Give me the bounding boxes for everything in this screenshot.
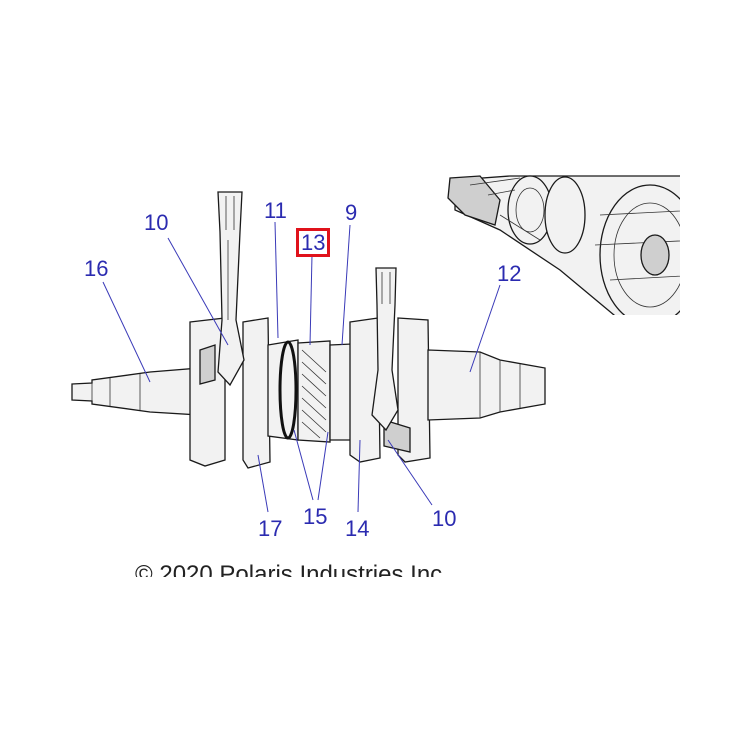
- part-11-ring: [278, 340, 298, 440]
- left-connecting-rod: [217, 191, 245, 387]
- callout-10-left: 10: [144, 210, 169, 235]
- callout-15: 15: [303, 504, 328, 529]
- part-14-right-web: [349, 317, 381, 463]
- part-13-gear: [297, 340, 331, 443]
- callout-16: 16: [84, 256, 109, 281]
- callout-12: 12: [497, 261, 522, 286]
- right-connecting-rod: [371, 267, 399, 432]
- callout-9: 9: [345, 200, 358, 225]
- callout-10-right: 10: [432, 506, 457, 531]
- callout-11: 11: [264, 198, 287, 223]
- copyright-notice: © 2020 Polaris Industries Inc.: [135, 561, 449, 577]
- callout-13-highlighted: 13: [296, 228, 331, 257]
- part-12-shaft: [427, 349, 546, 421]
- callout-17: 17: [258, 516, 283, 541]
- inset-detail-view: [447, 175, 680, 315]
- callout-14: 14: [345, 516, 370, 541]
- leader-lines: [102, 221, 501, 513]
- crankshaft-assembly: [71, 191, 546, 469]
- part-10-left-web: [189, 317, 226, 467]
- part-16-shaft: [71, 367, 201, 416]
